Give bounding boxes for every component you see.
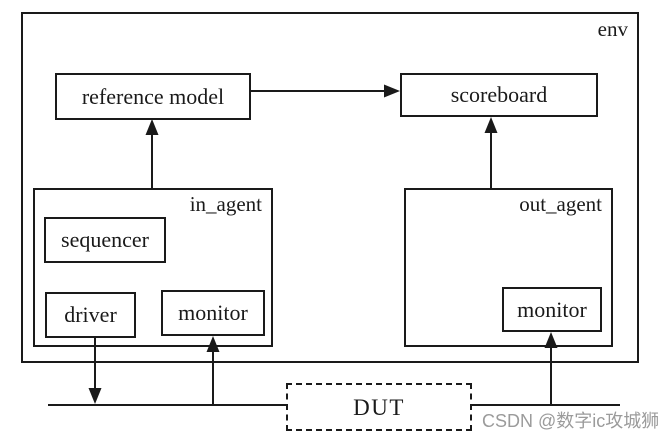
sequencer-box: sequencer	[44, 217, 166, 263]
in-monitor-label: monitor	[178, 300, 248, 325]
reference-model-box: reference model	[55, 73, 251, 120]
dut-label: DUT	[353, 394, 405, 420]
out-agent-label: out_agent	[519, 192, 602, 216]
arrowhead-driver-to-dut-bus	[88, 388, 102, 404]
out-monitor-label: monitor	[517, 296, 587, 322]
reference-model-label: reference model	[81, 83, 225, 109]
in-agent-label: in_agent	[189, 192, 262, 216]
driver-label: driver	[64, 302, 117, 327]
env-label: env	[597, 17, 628, 41]
scoreboard-box: scoreboard	[400, 73, 598, 117]
dut-box: DUT	[286, 383, 472, 431]
scoreboard-label: scoreboard	[450, 82, 548, 107]
csdn-watermark: CSDN @数字ic攻城狮	[482, 411, 658, 431]
driver-box: driver	[45, 292, 136, 338]
out-monitor-box: monitor	[502, 287, 602, 332]
in-monitor-box: monitor	[161, 290, 265, 336]
sequencer-label: sequencer	[61, 227, 149, 252]
